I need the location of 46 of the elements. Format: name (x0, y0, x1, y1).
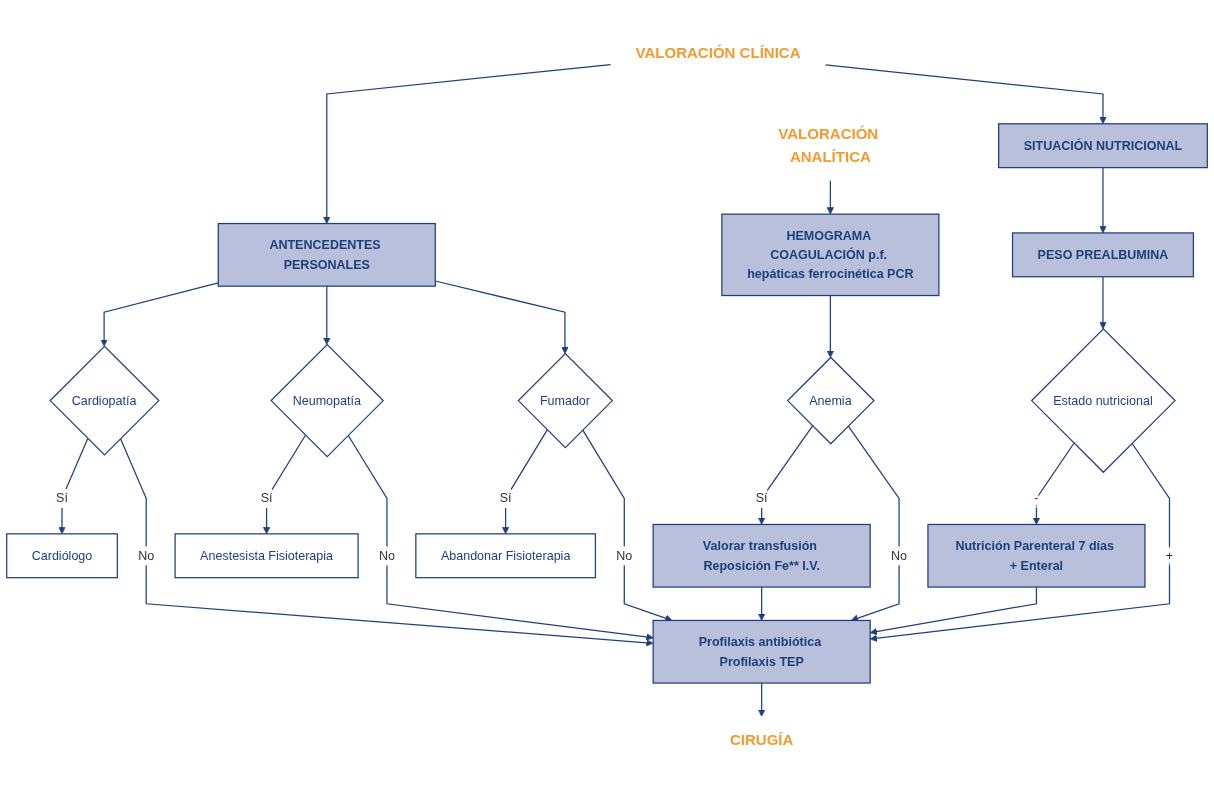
node-box: Cardiólogo (6, 532, 118, 578)
arrow (262, 434, 307, 534)
node-diamond: Estado nutricional (1030, 327, 1176, 473)
arrow (758, 586, 766, 621)
arrow (758, 682, 766, 717)
arrow (1099, 275, 1107, 329)
arrow (826, 179, 835, 215)
edge-label: No (138, 547, 155, 562)
arrow (323, 285, 331, 345)
edge-label: No (378, 547, 395, 562)
node-box: ANTENCEDENTES PERSONALES (217, 222, 436, 287)
edge-label: Sí (56, 490, 68, 505)
arrow (58, 437, 89, 534)
edge-label: - (1034, 490, 1039, 505)
arrow (501, 428, 548, 534)
node-text: CIRUGÍA (729, 731, 794, 748)
edge-label: Sí (499, 490, 512, 505)
node-diamond: Anemia (786, 356, 875, 445)
edge-label: No (616, 547, 633, 562)
arrow (758, 424, 814, 525)
edge-label: Sí (755, 490, 768, 505)
node-box: Valorar transfusión Reposición Fe** I.V. (652, 523, 871, 588)
node-box: Profilaxis antibiótica Profilaxis TEP (652, 619, 871, 684)
node-text: VALORACIÓN CLÍNICA (635, 44, 801, 62)
edge-label: + (1165, 547, 1174, 562)
edge-label: No (891, 547, 908, 562)
arrow (323, 63, 612, 224)
arrow (119, 437, 654, 647)
node-box: SITUACIÓN NUTRICIONAL (998, 122, 1208, 168)
arrow (826, 294, 835, 358)
arrow (1099, 166, 1107, 233)
edge-label: Sí (260, 490, 273, 505)
node-box: HEMOGRAMA COAGULACIÓN p.f. hepáticas ferrocinética PCR (721, 213, 940, 296)
arrow (847, 424, 900, 622)
arrow (824, 63, 1107, 124)
node-box: Nutrición Parenteral 7 días + Enteral (927, 523, 1146, 588)
node-box: PESO PREALBUMINA (1011, 231, 1195, 278)
arrow (582, 428, 673, 622)
node-box: Abandonar Fisioterapia (415, 532, 597, 578)
arrow (347, 434, 654, 641)
node-box: Anestesista Fisioterapia (174, 532, 359, 578)
node-text: VALORACIÓN ANALÍTICA (778, 125, 879, 165)
node-diamond: Cardiopatía (49, 345, 160, 456)
node-diamond: Fumador (517, 352, 614, 449)
node-diamond: Neumopatía (270, 343, 385, 458)
arrow (100, 281, 219, 347)
